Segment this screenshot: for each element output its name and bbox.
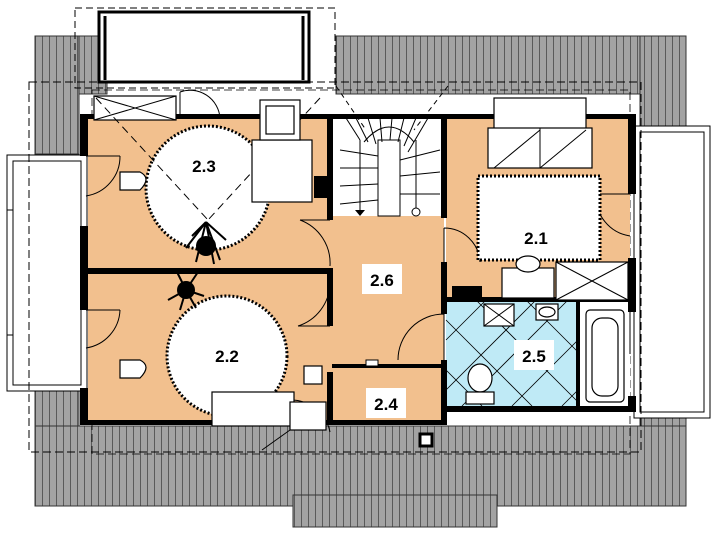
wall-2-3-2-2 [88,268,332,274]
top-dormer [74,7,336,89]
room-2-3-furniture [93,95,321,265]
room-2-2: 2.2 [215,347,239,366]
room-2-1: 2.1 [516,222,556,252]
wall-bath-divider [576,300,580,406]
room-2-6: 2.6 [362,264,402,294]
roof-bottom [34,425,687,507]
door-2-2-left [85,309,121,349]
outer-wall-right-c [628,396,636,412]
roof-top-main [335,35,687,95]
chimney [314,176,328,198]
wall-2-6-2-4 [332,364,444,368]
roof-left-lower [34,389,80,427]
room-2-1-label: 2.1 [524,229,548,248]
wall-left-corridor-a [327,114,333,220]
room-2-5-label: 2.5 [522,347,546,366]
wall-right-corridor-a [441,114,447,218]
door-2-3-top [179,89,221,119]
door-2-3-left [85,155,121,197]
right-balcony [633,125,711,419]
outer-wall-left-b [80,226,88,310]
room-2-2-label: 2.2 [215,347,239,366]
staircase [332,85,449,217]
wall-left-corridor-c [327,372,333,425]
room-2-5-fixtures [465,303,625,405]
roof-bottom-tab [292,494,498,528]
wall-right-corridor-c [441,360,447,425]
outer-wall-bottom-right [446,406,634,412]
room-2-3-label: 2.3 [192,157,216,176]
outer-wall-left-c [80,388,88,425]
room-2-2-furniture [119,269,327,431]
outer-wall-right-b [628,258,636,312]
outer-wall-left-a [80,114,88,156]
room-2-6-label: 2.6 [370,271,394,290]
wall-left-corridor-b [327,268,333,326]
roof-top-left [34,35,80,155]
door-2-2 [297,283,331,327]
left-balcony [6,154,88,392]
wall-2-1-2-5 [446,297,632,302]
room-labels: 2.3 2.2 2.1 2.6 2.4 2.5 [184,150,556,418]
door-2-5 [397,313,445,361]
room-2-4: 2.4 [366,388,406,418]
room-2-5: 2.5 [514,340,554,370]
roof [34,35,687,528]
roof-top-right [639,35,687,127]
room-2-4-label: 2.4 [374,395,398,414]
details [261,359,434,451]
wall-right-corridor-b [441,262,447,314]
door-2-3 [299,219,331,267]
room-2-3: 2.3 [184,150,224,180]
outer-wall-right-a [628,114,636,194]
outer-wall-top [80,114,634,119]
